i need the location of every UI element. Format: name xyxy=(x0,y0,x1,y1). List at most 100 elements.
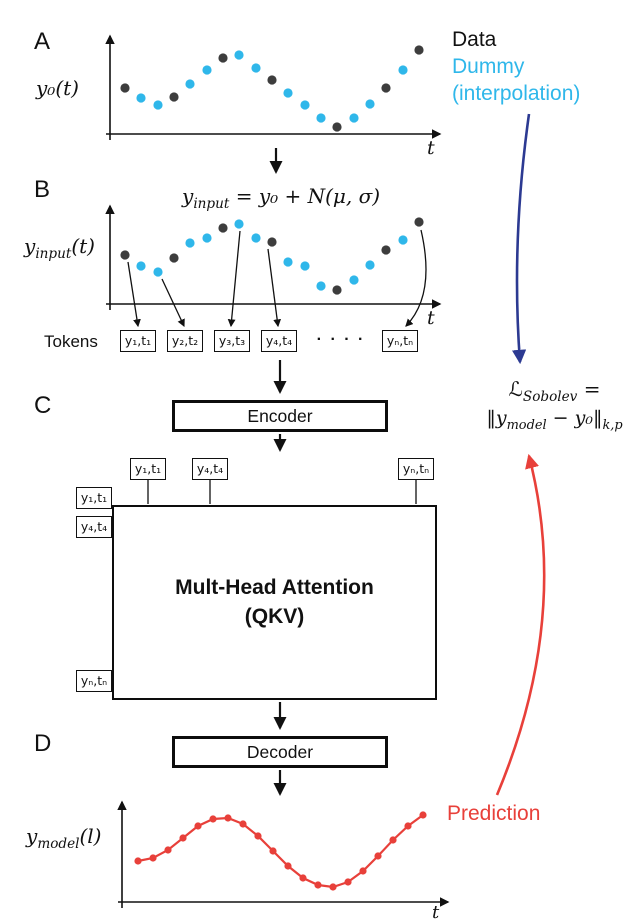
dummy-point xyxy=(349,113,359,123)
data-point xyxy=(218,223,228,233)
dummy-point xyxy=(365,99,375,109)
data-point xyxy=(169,253,179,263)
pred-point xyxy=(314,881,322,889)
token-ellipsis: · · · · xyxy=(316,331,366,348)
dummy-point xyxy=(185,79,195,89)
dummy-point xyxy=(283,257,293,267)
loss-equation: ℒSobolev = ‖ymodel − y₀‖k,p xyxy=(483,374,626,433)
pred-point xyxy=(269,847,277,855)
token-box-3: y₃,t₃ xyxy=(214,330,250,352)
dummy-point xyxy=(283,88,293,98)
legend-dummy-interpolation: (interpolation) xyxy=(452,82,581,105)
data-point xyxy=(120,250,130,260)
noise-equation: yinput = y₀ + N(μ, σ) xyxy=(182,184,381,212)
prediction-curve xyxy=(137,814,424,889)
panel-d-scatter xyxy=(134,811,427,891)
dummy-point xyxy=(202,233,212,243)
data-point xyxy=(414,217,424,227)
dummy-point xyxy=(316,113,326,123)
attention-left-token-4: y₄,t₄ xyxy=(76,516,112,538)
pred-point xyxy=(134,857,142,865)
data-point xyxy=(332,122,342,132)
attention-title: Mult-Head Attention xyxy=(175,576,374,600)
token-box-1: y₁,t₁ xyxy=(120,330,156,352)
legend-data: Data xyxy=(452,28,497,51)
dummy-point xyxy=(398,235,408,245)
pred-point xyxy=(194,822,202,830)
dummy-point xyxy=(365,260,375,270)
pred-point xyxy=(179,834,187,842)
token-box-n: yₙ,tₙ xyxy=(382,330,418,352)
pred-point xyxy=(374,852,382,860)
loss-line1: ℒSobolev = xyxy=(508,377,601,405)
arrow-sample-to-token-n xyxy=(405,229,427,327)
data-point xyxy=(267,237,277,247)
data-point xyxy=(120,83,130,93)
pred-point xyxy=(419,811,427,819)
panel-label-d: D xyxy=(34,730,52,757)
pred-point xyxy=(359,867,367,875)
data-point xyxy=(381,245,391,255)
token-box-4: y₄,t₄ xyxy=(261,330,297,352)
dummy-point xyxy=(316,281,326,291)
dummy-point xyxy=(136,261,146,271)
decoder-box: Decoder xyxy=(172,736,388,768)
pred-point xyxy=(284,862,292,870)
legend-prediction: Prediction xyxy=(447,802,541,825)
dummy-point xyxy=(202,65,212,75)
pred-point xyxy=(149,854,157,862)
data-point xyxy=(332,285,342,295)
dummy-point xyxy=(234,50,244,60)
dummy-point xyxy=(398,65,408,75)
panel-d-xlabel: t xyxy=(432,902,440,922)
panel-a-ylabel: y₀(t) xyxy=(36,76,79,100)
arrow-sample-to-token-4 xyxy=(267,248,282,328)
attention-left-token-1: y₁,t₁ xyxy=(76,487,112,509)
arrow-dummy-to-loss xyxy=(511,113,531,365)
panel-label-a: A xyxy=(34,28,51,55)
pred-point xyxy=(404,822,412,830)
arrow-sample-to-token-3 xyxy=(227,230,241,328)
dummy-point xyxy=(300,100,310,110)
token-box-2: y₂,t₂ xyxy=(167,330,203,352)
arrow-sample-to-token-1 xyxy=(127,261,141,328)
arrow-sample-to-token-2 xyxy=(161,278,185,328)
pred-point xyxy=(389,836,397,844)
pred-point xyxy=(239,820,247,828)
attention-box: Mult-Head Attention (QKV) xyxy=(112,505,437,700)
attention-left-token-n: yₙ,tₙ xyxy=(76,670,112,692)
panel-d-ylabel: ymodel(l) xyxy=(26,824,102,852)
data-point xyxy=(381,83,391,93)
dummy-point xyxy=(153,267,163,277)
panel-label-b: B xyxy=(34,176,51,203)
pred-point xyxy=(344,878,352,886)
attention-top-token-4: y₄,t₄ xyxy=(192,458,228,480)
data-point xyxy=(267,75,277,85)
dummy-point xyxy=(300,261,310,271)
pred-point xyxy=(329,883,337,891)
data-point xyxy=(169,92,179,102)
data-point xyxy=(414,45,424,55)
panel-a-scatter xyxy=(120,45,424,132)
pred-point xyxy=(254,832,262,840)
dummy-point xyxy=(349,275,359,285)
attention-top-token-1: y₁,t₁ xyxy=(130,458,166,480)
panel-a-xlabel: t xyxy=(427,137,435,159)
loss-line2: ‖ymodel − y₀‖k,p xyxy=(486,407,623,433)
attention-subtitle: (QKV) xyxy=(244,604,305,628)
panel-b-ylabel: yinput(t) xyxy=(24,234,95,262)
encoder-box: Encoder xyxy=(172,400,388,432)
panel-label-c: C xyxy=(34,392,52,419)
dummy-point xyxy=(136,93,146,103)
dummy-point xyxy=(153,100,163,110)
legend-dummy: Dummy xyxy=(452,55,525,78)
pred-point xyxy=(209,815,217,823)
panel-b-scatter xyxy=(120,217,424,295)
data-point xyxy=(218,53,228,63)
dummy-point xyxy=(251,63,261,73)
dummy-point xyxy=(185,238,195,248)
attention-top-token-n: yₙ,tₙ xyxy=(398,458,434,480)
arrow-prediction-to-loss xyxy=(495,453,546,796)
